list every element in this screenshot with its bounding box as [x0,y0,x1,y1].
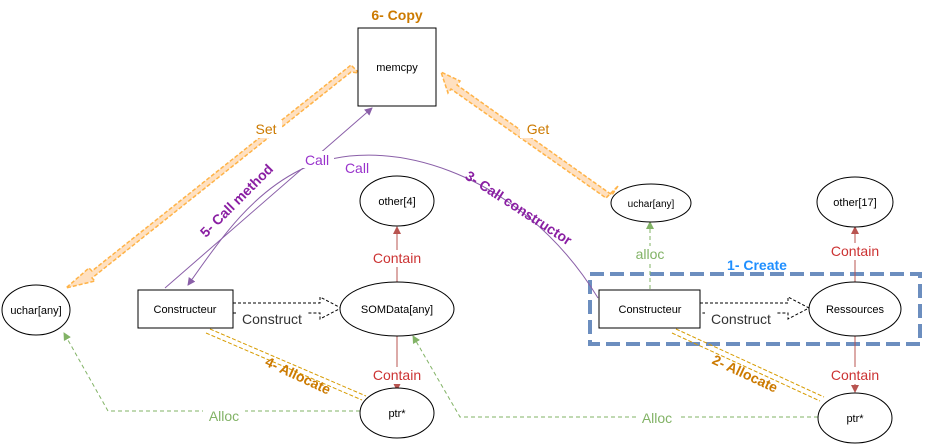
uchar-right-node[interactable]: uchar[any] [610,183,692,223]
call-lower-label: Call [345,160,369,176]
get-flow-arrow [439,70,619,199]
memcpy-node[interactable]: memcpy [357,27,437,107]
ressources-label: Ressources [826,304,885,316]
other17-node[interactable]: other[17] [816,176,894,228]
create-group-box [588,272,922,346]
alloc-right-label: alloc [636,246,665,262]
allocate-left-step-label: 4- Allocate [263,353,334,397]
somdata-label: SOMData[any] [361,304,433,316]
copy-step-label: 6- Copy [371,7,423,23]
ptr-right-node[interactable]: ptr* [817,392,893,444]
allocate-left-line-a [209,328,367,397]
set-label: Set [255,121,276,137]
somdata-node[interactable]: SOMData[any] [339,281,455,337]
call-method-line [164,107,373,289]
get-label: Get [527,121,550,137]
call-upper-label: Call [305,152,329,168]
alloc-bottom-right-line [412,335,818,418]
constructeur-left-label: Constructeur [154,304,217,316]
other17-label: other[17] [833,197,876,209]
call-method-step-label: 5- Call method [197,161,277,241]
alloc-bottom-right-label: Alloc [642,410,672,426]
other4-node[interactable]: other[4] [359,175,435,227]
ressources-node[interactable]: Ressources [808,281,902,337]
constructeur-right-node[interactable]: Constructeur [598,289,701,329]
uchar-left-label: uchar[any] [10,305,61,317]
create-step-label: 1- Create [727,257,787,273]
allocate-right-step-label: 2- Allocate [710,351,781,395]
ptr-right-label: ptr* [846,413,864,425]
constructeur-right-label: Constructeur [619,304,682,316]
set-flow-arrow [65,63,362,289]
uchar-left-node[interactable]: uchar[any] [1,284,71,336]
ptr-left-node[interactable]: ptr* [359,387,435,439]
alloc-bottom-left-line [63,332,360,412]
contain-ptr-right-label: Contain [831,367,879,383]
other4-label: other[4] [378,196,415,208]
alloc-bottom-left-label: Alloc [209,408,239,424]
memcpy-label: memcpy [376,62,418,74]
construct-left-label: Construct [242,311,302,327]
ptr-left-label: ptr* [388,408,406,420]
allocate-right-line-a [675,328,825,398]
uchar-right-label: uchar[any] [628,199,675,210]
constructeur-left-node[interactable]: Constructeur [137,289,234,329]
construct-right-label: Construct [711,311,771,327]
contain-ptr-left-label: Contain [373,367,421,383]
contain-other4-label: Contain [373,250,421,266]
allocate-left-line-b [205,332,363,401]
allocate-right-line-b [671,332,821,402]
call-constructor-step-label: 3- Call constructor [462,167,575,248]
contain-other17-label: Contain [831,243,879,259]
